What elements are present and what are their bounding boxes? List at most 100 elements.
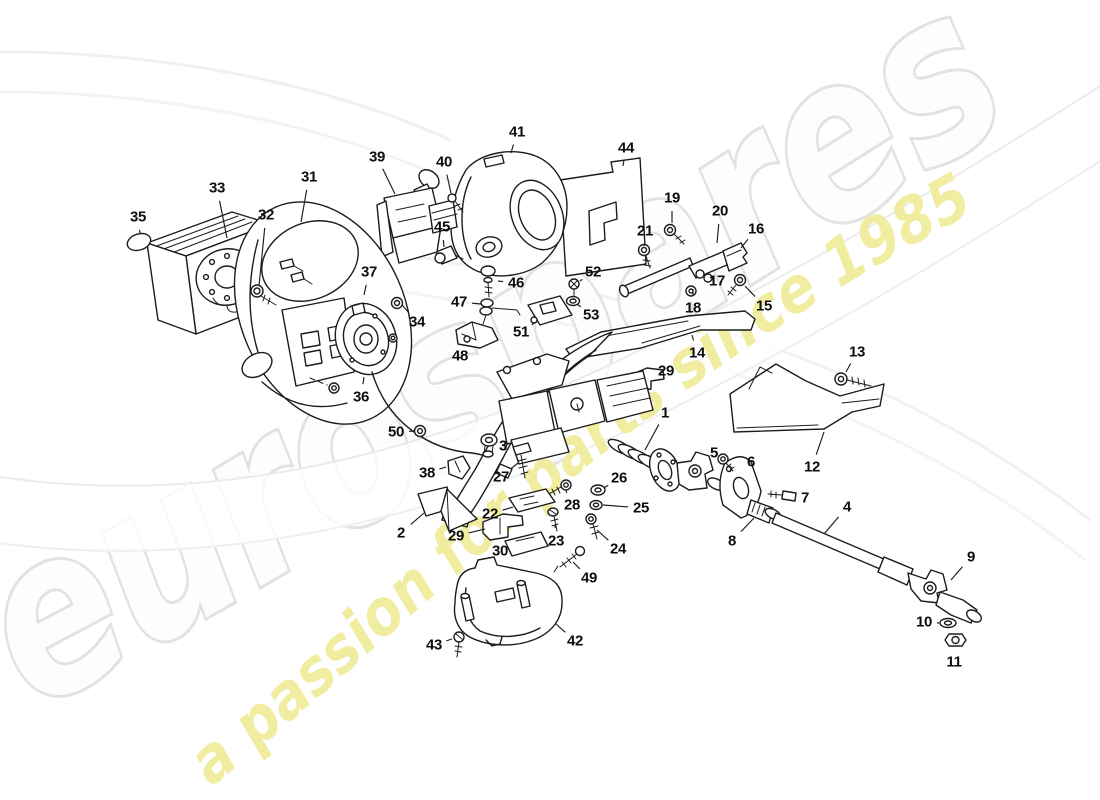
part-label-14: 14 [688,344,706,362]
leader-line-14 [691,334,695,341]
part-label-44: 44 [617,139,635,157]
leader-line-24 [596,529,609,541]
part-label-3: 3 [498,437,508,455]
part-16-adjuster-rail [618,242,748,298]
part-label-17: 17 [708,272,726,290]
part-26-washer [590,484,606,496]
leader-line-8 [740,517,755,533]
part-30-plate [504,531,549,557]
part-label-30: 30 [491,542,509,560]
part-48-bracket [455,321,499,349]
cable-connector [495,463,513,479]
part-3-grommet [480,433,498,458]
leader-line-34 [401,304,409,313]
leader-line-2 [410,512,425,525]
leader-line-16 [740,238,749,249]
part-43-screw [453,631,465,658]
leader-line-37 [363,284,367,296]
leader-line-51 [531,322,535,326]
part-label-48: 48 [451,347,469,365]
part-7-bolt [767,490,797,502]
part-label-19: 19 [663,189,681,207]
part-label-46: 46 [507,274,525,292]
part-23-screw [547,507,559,532]
part-label-27: 27 [492,468,510,486]
part-label-43: 43 [425,636,443,654]
part-14-mounting-strap [565,310,756,360]
part-25-ring [589,499,603,511]
leader-line-52 [579,278,583,282]
leader-line-40 [446,174,452,194]
part-32-bolt [250,284,277,306]
part-label-10: 10 [915,613,933,631]
leader-line-27 [510,462,519,470]
part-11-nut [944,633,967,647]
part-49-pin [553,545,586,573]
part-12-lower-bracket [729,363,885,433]
leader-line-13 [845,363,852,373]
part-29-clip-lower [482,513,524,541]
leader-line-41 [510,144,514,154]
part-label-42: 42 [566,632,584,650]
part-15-bolt [727,273,747,296]
part-label-49: 49 [580,569,598,587]
leader-line-43 [446,638,453,642]
leader-line-53 [576,303,582,308]
part-label-22: 22 [481,505,499,523]
leader-line-39 [382,168,396,195]
leader-line-26 [603,484,609,489]
leader-line-31 [300,189,308,223]
part-label-50: 50 [387,423,405,441]
part-label-32: 32 [257,206,275,224]
leader-line-46 [497,280,504,283]
part-35-seal [126,232,152,252]
part-label-23: 23 [547,532,565,550]
part-17-washers [695,269,713,283]
part-44-trim-plate [559,157,647,277]
part-46-bolt [480,265,496,298]
part-label-36: 36 [352,388,370,406]
part-label-37: 37 [360,263,378,281]
part-51-switch-base [527,295,573,326]
part-label-47: 47 [450,293,468,311]
leader-line-47 [471,302,482,305]
part-label-39: 39 [368,148,386,166]
part-38-clip [447,455,471,480]
part-label-31: 31 [300,168,318,186]
part-53-grommet [565,295,581,307]
part-label-9: 9 [966,548,976,566]
part-42-lower-shroud [453,556,563,647]
part-label-40: 40 [435,153,453,171]
leader-line-12 [815,431,825,455]
part-label-8: 8 [727,532,737,550]
part-label-38: 38 [418,464,436,482]
part-label-51: 51 [512,323,530,341]
part-34-nut [390,296,404,310]
leader-line-9 [950,566,963,581]
part-label-20: 20 [711,202,729,220]
part-50-nut [413,424,427,438]
part-45-ignition-switch [434,245,464,265]
part-21-bolt [637,243,652,269]
part-label-21: 21 [636,222,654,240]
part-label-35: 35 [129,208,147,226]
part-27-bolt [512,442,532,479]
part-label-6: 6 [746,453,756,471]
part-label-25: 25 [632,499,650,517]
leader-line-28 [565,490,568,494]
leader-line-49 [572,561,581,570]
leader-line-45 [442,239,445,248]
part-label-1: 1 [660,404,670,422]
part-52-screw [568,278,580,298]
part-10-washer [939,617,957,629]
horn-contact-ring [309,377,340,394]
part-28-bolt [548,479,572,496]
part-40-screw [447,193,464,213]
part-label-7: 7 [800,489,810,507]
part-label-15: 15 [755,297,773,315]
part-24-bolt [585,513,600,540]
leader-line-29 [468,528,486,534]
